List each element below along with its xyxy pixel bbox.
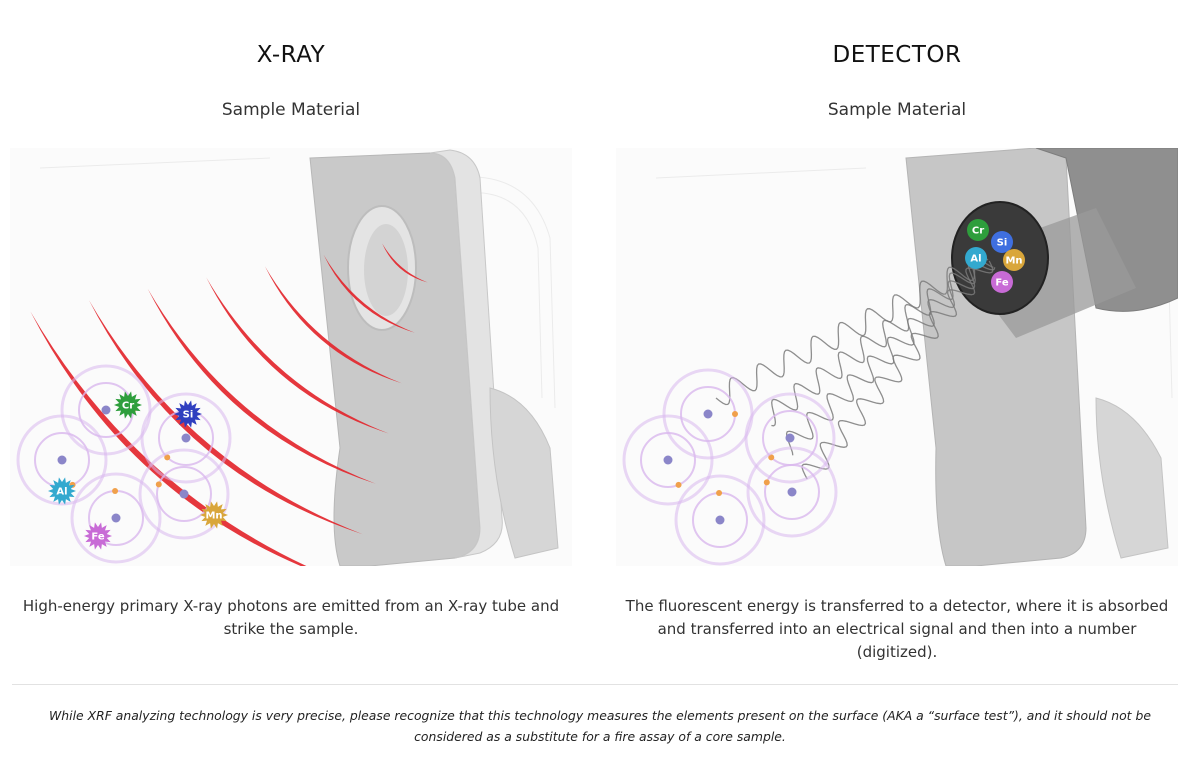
nucleus <box>112 514 121 523</box>
element-symbol: Si <box>183 410 194 421</box>
element-chip-mn: Mn <box>1003 249 1025 271</box>
section-divider <box>12 684 1178 685</box>
element-symbol: Cr <box>122 401 134 412</box>
detector-caption: The fluorescent energy is transferred to… <box>616 595 1178 664</box>
element-symbol: Mn <box>205 511 222 522</box>
nucleus <box>788 488 797 497</box>
element-symbol: Fe <box>995 278 1008 289</box>
element-symbol: Cr <box>972 226 984 237</box>
xray-caption: High-energy primary X-ray photons are em… <box>10 595 572 641</box>
surface-test-disclaimer: While XRF analyzing technology is very p… <box>14 705 1186 747</box>
xray-subheading: Sample Material <box>10 100 572 120</box>
electron <box>716 490 722 496</box>
nucleus <box>786 434 795 443</box>
detector-heading: DETECTOR <box>616 42 1178 68</box>
nucleus <box>704 410 713 419</box>
element-symbol: Si <box>997 238 1008 249</box>
element-chip-si: Si <box>991 231 1013 253</box>
nucleus <box>102 406 111 415</box>
electron <box>764 479 770 485</box>
element-symbol: Al <box>56 487 67 498</box>
electron <box>156 481 162 487</box>
electron <box>112 488 118 494</box>
element-symbol: Fe <box>91 532 104 543</box>
element-chip-al: Al <box>965 247 987 269</box>
nucleus <box>180 490 189 499</box>
nucleus <box>716 516 725 525</box>
xray-heading: X-RAY <box>10 42 572 68</box>
element-chip-fe: Fe <box>991 271 1013 293</box>
element-symbol: Mn <box>1005 256 1022 267</box>
nucleus <box>58 456 67 465</box>
electron <box>732 411 738 417</box>
element-symbol: Al <box>970 254 981 265</box>
element-chip-cr: Cr <box>967 219 989 241</box>
nucleus <box>664 456 673 465</box>
electron <box>676 482 682 488</box>
nucleus <box>182 434 191 443</box>
detector-subheading: Sample Material <box>616 100 1178 120</box>
